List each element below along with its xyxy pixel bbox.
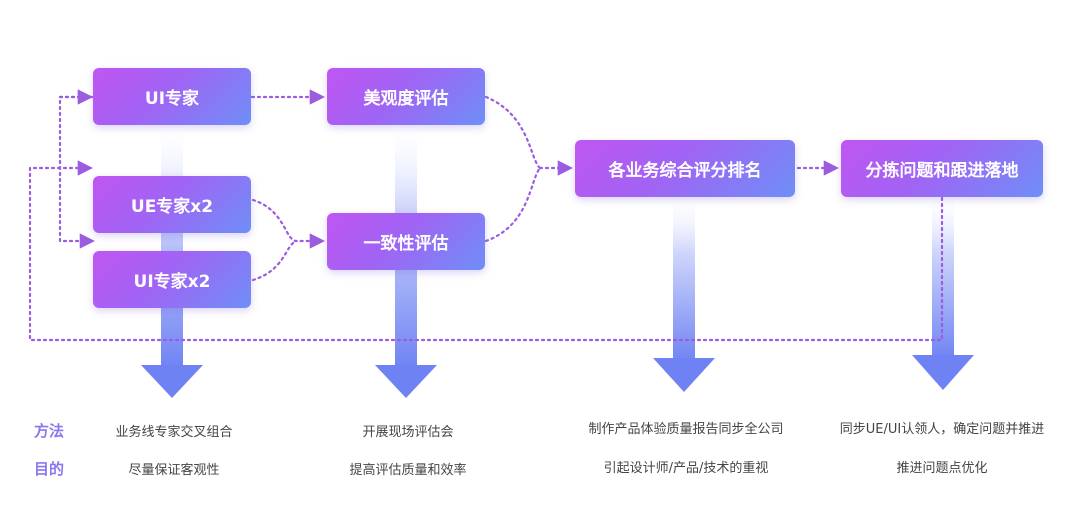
- method-note-col1: 业务线专家交叉组合: [115, 425, 233, 440]
- purpose-note-col3: 引起设计师/产品/技术的重视: [603, 461, 769, 476]
- node-sort-issues: 分拣问题和跟进落地: [841, 140, 1043, 197]
- node-ui-expert-x2: UI专家x2: [93, 251, 251, 308]
- row-label-method: 方法: [34, 422, 65, 440]
- node-business-ranking: 各业务综合评分排名: [575, 140, 795, 197]
- method-note-col4: 同步UE/UI认领人，确定问题并推进: [839, 422, 1045, 437]
- connector-x2b-curve: [251, 239, 298, 282]
- node-ui-expert: UI专家: [93, 68, 251, 125]
- row-label-purpose: 目的: [34, 460, 65, 478]
- purpose-note-col4: 推进问题点优化: [896, 461, 988, 476]
- method-note-col3: 制作产品体验质量报告同步全公司: [588, 422, 784, 437]
- down-arrow-col3: [653, 192, 715, 392]
- purpose-note-col2: 提高评估质量和效率: [349, 463, 467, 478]
- connector-consistency-curve: [484, 166, 542, 243]
- purpose-note-col1: 尽量保证客观性: [128, 463, 220, 478]
- method-note-col2: 开展现场评估会: [362, 425, 454, 440]
- node-ue-expert-x2: UE专家x2: [93, 176, 251, 233]
- node-consistency-eval: 一致性评估: [327, 213, 485, 270]
- connector-aesthetic-curve: [484, 95, 542, 170]
- connector-x2-to-consistency: [251, 198, 326, 249]
- node-aesthetic-eval: 美观度评估: [327, 68, 485, 125]
- connector-feedback-loop: [28, 160, 944, 342]
